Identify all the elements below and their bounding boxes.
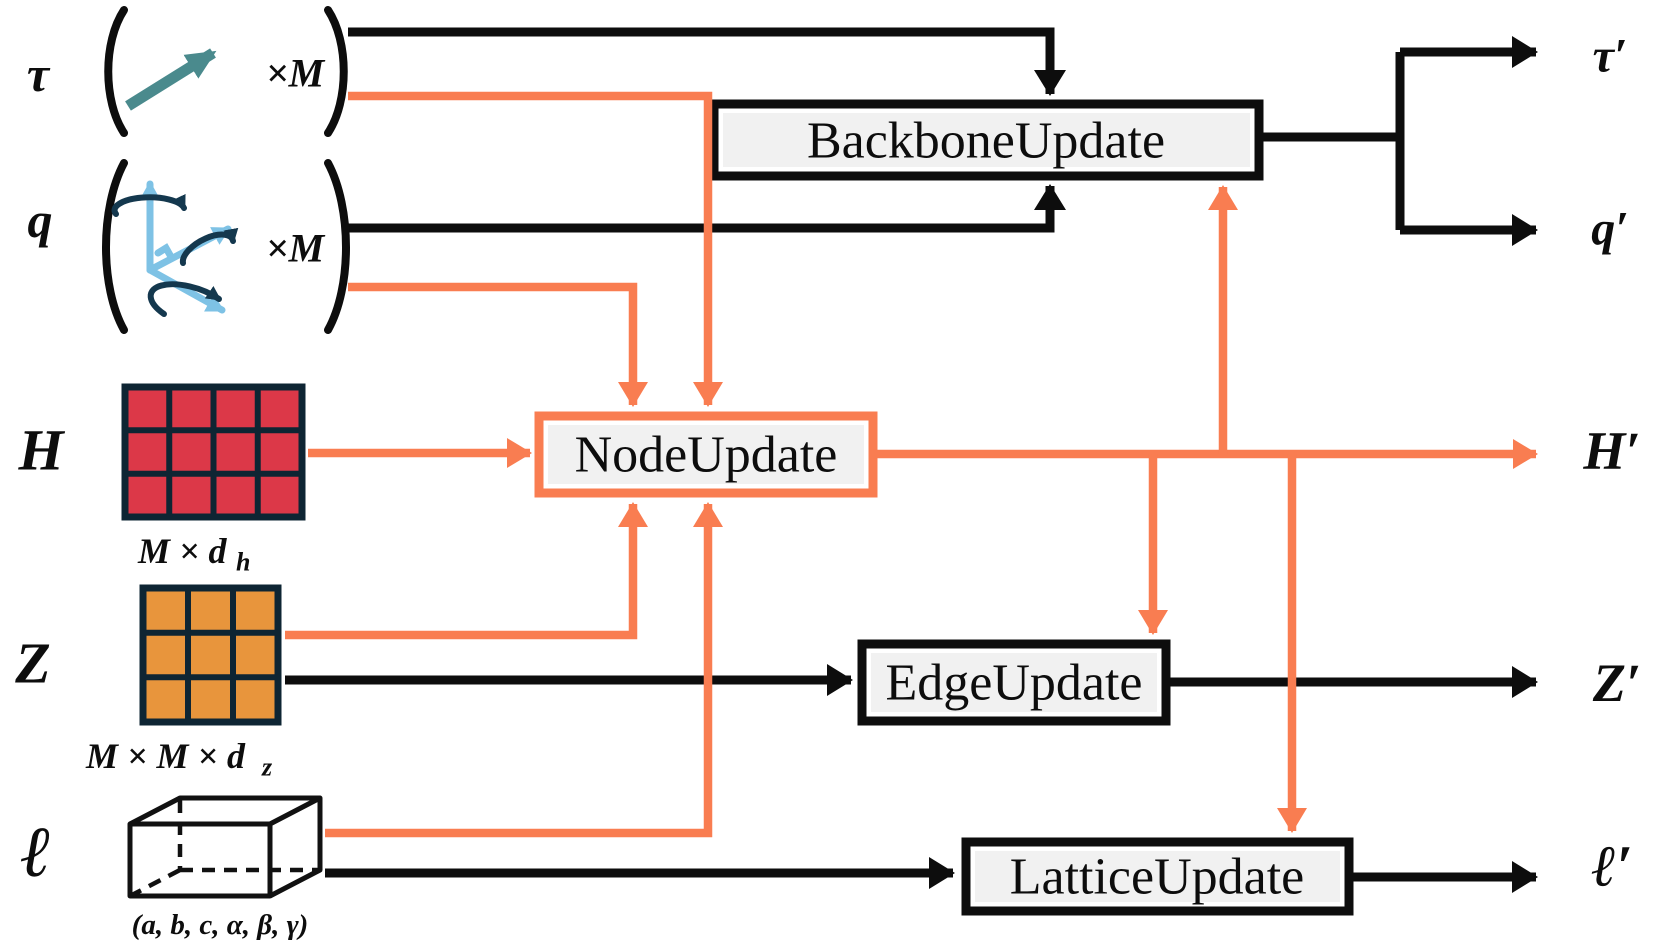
wire-tau-to-nodeupdate (348, 91, 723, 407)
h-symbol: H (17, 418, 65, 483)
backbone-update-fill (723, 113, 1250, 167)
q-count: ×M (266, 226, 326, 271)
h-dims-sub: h (236, 548, 250, 577)
input-lattice: ℓ (a, b, c, α, β, γ) (21, 795, 323, 941)
input-node-features: H M × d h (17, 383, 306, 577)
q-prime-label: q′ (1591, 203, 1629, 256)
output-labels: τ′ q′ H′ Z′ ℓ′ (1582, 30, 1641, 899)
lattice-update-fill (975, 851, 1340, 902)
node-update-fill (548, 425, 864, 484)
q-right-bracket (324, 159, 350, 334)
orange-wires (285, 91, 1538, 838)
z-symbol: Z (14, 631, 50, 696)
wire-q-to-backbone (348, 184, 1066, 233)
node-matrix (121, 383, 306, 521)
q-left-bracket (102, 159, 128, 334)
h-prime-label: H′ (1582, 421, 1640, 481)
wire-backbone-out-split (1259, 52, 1405, 230)
wire-tau-to-backbone (348, 27, 1066, 96)
wire-q-to-nodeupdate (348, 282, 648, 407)
input-rotations: q ×M (28, 159, 350, 334)
rotation-axes-icon (111, 180, 239, 317)
z-dims: M × M × d (85, 736, 246, 776)
lattice-symbol: ℓ (21, 812, 52, 892)
edge-matrix (139, 584, 282, 726)
edge-update-fill (871, 653, 1157, 712)
module-backbone-update: BackboneUpdate (709, 99, 1264, 181)
tau-prime-label: τ′ (1593, 30, 1628, 83)
lattice-cuboid-icon (127, 795, 323, 899)
input-edge-features: Z M × M × d z (14, 584, 282, 782)
wire-z-to-nodeupdate (285, 502, 648, 640)
lattice-params: (a, b, c, α, β, γ) (132, 909, 309, 941)
translation-arrow-icon (125, 48, 217, 111)
edge-update-label: EdgeUpdate (885, 655, 1142, 712)
lattice-prime-label: ℓ′ (1591, 834, 1632, 899)
tau-count: ×M (266, 51, 326, 96)
tau-symbol: τ (27, 46, 51, 102)
h-dims: M × d (137, 531, 228, 571)
module-lattice-update: LatticeUpdate (961, 837, 1354, 916)
tau-left-bracket (104, 6, 128, 137)
z-dims-sub: z (261, 753, 273, 782)
tau-right-bracket (324, 6, 348, 137)
q-symbol: q (28, 192, 53, 248)
wire-lattice-to-nodeupdate (325, 502, 723, 838)
z-prime-label: Z′ (1592, 653, 1641, 713)
black-wires (285, 27, 1538, 893)
module-node-update: NodeUpdate (534, 411, 878, 498)
module-edge-update: EdgeUpdate (857, 639, 1171, 726)
input-translations: τ ×M (27, 6, 348, 137)
lattice-update-label: LatticeUpdate (1010, 849, 1305, 906)
node-update-label: NodeUpdate (575, 427, 838, 484)
backbone-update-label: BackboneUpdate (807, 113, 1165, 170)
